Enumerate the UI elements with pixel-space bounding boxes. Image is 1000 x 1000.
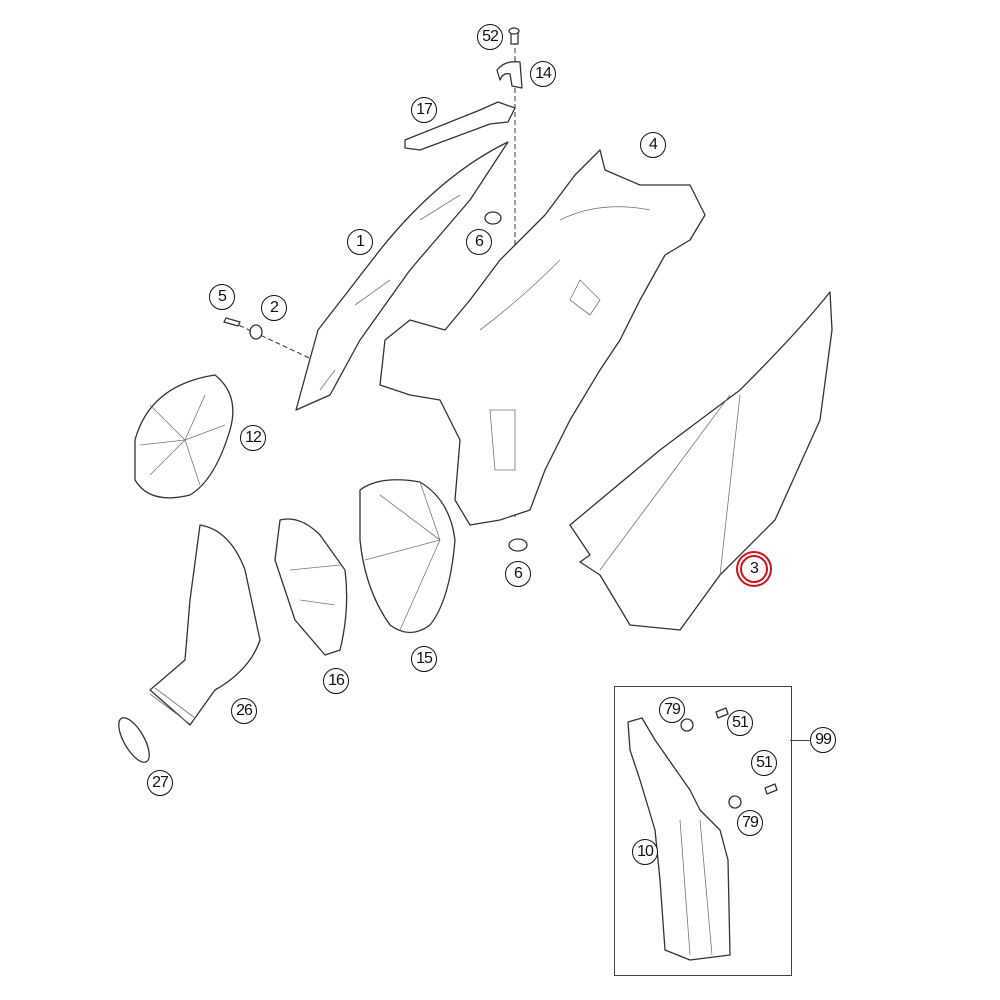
part-6-grommet-bottom [508, 538, 528, 552]
part-4-airbox [379, 149, 706, 526]
part-51-screw-bottom [764, 783, 778, 795]
callout-17[interactable]: 17 [411, 97, 437, 123]
callout-6-bottom[interactable]: 6 [505, 561, 531, 587]
callout-14[interactable]: 14 [530, 61, 556, 87]
part-3-side-cover [569, 291, 833, 631]
part-1-side-panel [295, 141, 509, 411]
part-15-air-filter [359, 479, 456, 634]
callout-4[interactable]: 4 [640, 132, 666, 158]
callout-5[interactable]: 5 [209, 284, 235, 310]
part-17-strap [404, 101, 516, 151]
part-10-side-panel [627, 717, 731, 961]
callout-2[interactable]: 2 [261, 295, 287, 321]
callout-52[interactable]: 52 [477, 24, 503, 50]
part-2-washer [249, 324, 263, 340]
callout-51-top[interactable]: 51 [727, 710, 753, 736]
callout-99[interactable]: 99 [810, 727, 836, 753]
part-27-clamp [118, 717, 150, 763]
callout-27[interactable]: 27 [147, 770, 173, 796]
part-52-screw [508, 27, 520, 45]
part-79-nut-bottom [728, 795, 742, 809]
bolt-axis-line [231, 321, 319, 363]
part-16-filter-support [274, 518, 348, 656]
callout-10[interactable]: 10 [632, 839, 658, 865]
part-12-filter-cage [134, 374, 234, 499]
part-5-bolt [223, 317, 241, 327]
kit-99-frame [614, 686, 792, 976]
callout-26[interactable]: 26 [231, 698, 257, 724]
callout-79-top[interactable]: 79 [659, 697, 685, 723]
kit-99-leader-line [790, 740, 810, 741]
part-26-intake-boot [149, 524, 261, 726]
part-51-screw-top [715, 707, 729, 719]
callout-6-top[interactable]: 6 [466, 229, 492, 255]
callout-79-bottom[interactable]: 79 [737, 810, 763, 836]
callout-15[interactable]: 15 [411, 646, 437, 672]
callout-16[interactable]: 16 [323, 668, 349, 694]
part-79-nut-top [680, 718, 694, 732]
callout-12[interactable]: 12 [240, 425, 266, 451]
callout-3-highlighted[interactable]: 3 [740, 555, 768, 583]
callout-1[interactable]: 1 [347, 229, 373, 255]
callout-51-bottom[interactable]: 51 [751, 750, 777, 776]
part-6-grommet-top [484, 211, 502, 225]
part-14-clip [496, 61, 523, 89]
